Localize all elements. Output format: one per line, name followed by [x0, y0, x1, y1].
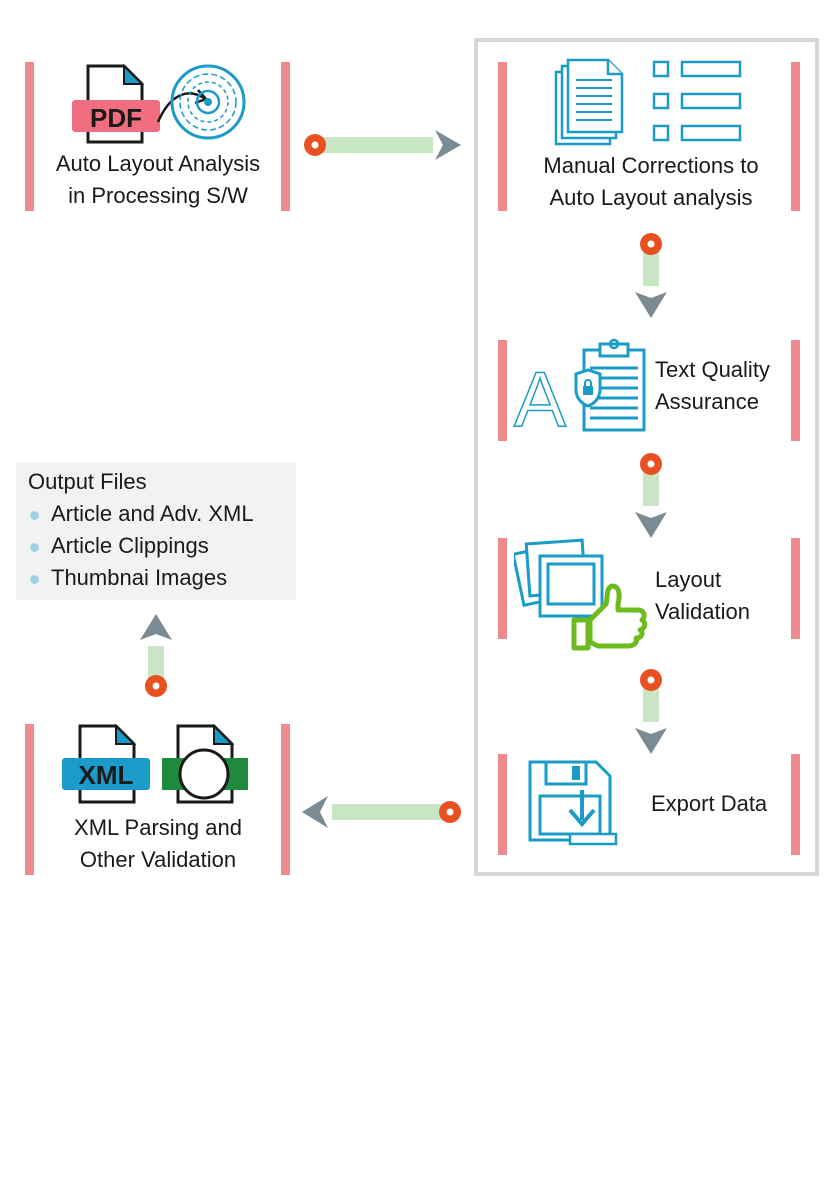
- bullet-icon: [30, 511, 39, 520]
- list-item: Article and Adv. XML: [28, 498, 254, 530]
- step-export-caption: Export Data: [651, 788, 767, 820]
- xml-files-icon: [60, 724, 252, 806]
- output-files-box: Output Files Article and Adv. XML Articl…: [16, 462, 296, 600]
- caption-line: Text Quality: [655, 357, 770, 382]
- bullet-icon: [30, 543, 39, 552]
- list-item-label: Article and Adv. XML: [51, 501, 254, 526]
- xml-badge: XML: [78, 760, 134, 790]
- output-title: Output Files: [28, 469, 147, 494]
- list-item-label: Thumbnai Images: [51, 565, 228, 590]
- step-bracket-left: [498, 538, 507, 639]
- floppy-download-icon: [526, 758, 620, 850]
- caption-line: Auto Layout Analysis: [55, 151, 261, 176]
- step-bracket-left: [498, 62, 507, 211]
- step-bracket-left: [498, 754, 507, 855]
- step-xml-caption: XML Parsing and Other Validation: [34, 812, 282, 876]
- pdf-to-disc-icon: [70, 62, 250, 146]
- step-bracket-right: [281, 724, 290, 875]
- step-bracket-right: [281, 62, 290, 211]
- step-bracket-right: [791, 754, 800, 855]
- caption-line: Assurance: [655, 389, 759, 414]
- step-bracket-left: [25, 62, 34, 211]
- photos-thumbs-up-icon: [514, 538, 648, 652]
- step-bracket-left: [498, 340, 507, 441]
- caption-line: Other Validation: [79, 847, 237, 872]
- caption-line: XML Parsing and: [74, 815, 242, 840]
- list-item: Thumbnai Images: [28, 562, 254, 594]
- clipboard-letter-icon: A: [512, 338, 646, 434]
- connector-to-manual: [303, 126, 463, 164]
- connector-to-output: [136, 610, 176, 702]
- connector-to-text-quality: [631, 230, 671, 322]
- step-bracket-right: [791, 340, 800, 441]
- caption-line: Validation: [655, 599, 750, 624]
- connector-to-export: [631, 666, 671, 758]
- step-manual-caption: Manual Corrections to Auto Layout analys…: [510, 150, 792, 214]
- caption-line: in Processing S/W: [68, 183, 248, 208]
- svg-text:A: A: [514, 355, 566, 434]
- step-auto-layout-caption: Auto Layout Analysis in Processing S/W: [34, 148, 282, 212]
- step-bracket-right: [791, 538, 800, 639]
- step-bracket-left: [25, 724, 34, 875]
- caption-line: Export Data: [651, 791, 768, 816]
- pdf-badge: PDF: [90, 103, 142, 133]
- step-layout-validation-caption: Layout Validation: [655, 564, 750, 628]
- list-item: Article Clippings: [28, 530, 254, 562]
- list-item-label: Article Clippings: [51, 533, 209, 558]
- caption-line: Layout: [655, 567, 722, 592]
- step-bracket-right: [791, 62, 800, 211]
- caption-line: Auto Layout analysis: [549, 185, 753, 210]
- step-text-quality-caption: Text Quality Assurance: [655, 354, 770, 418]
- output-list: Article and Adv. XML Article Clippings T…: [28, 498, 254, 594]
- connector-to-xml-parsing: [300, 792, 464, 832]
- documents-list-icon: [552, 56, 746, 148]
- bullet-icon: [30, 575, 39, 584]
- caption-line: Manual Corrections to: [543, 153, 759, 178]
- connector-to-layout-validation: [631, 450, 671, 542]
